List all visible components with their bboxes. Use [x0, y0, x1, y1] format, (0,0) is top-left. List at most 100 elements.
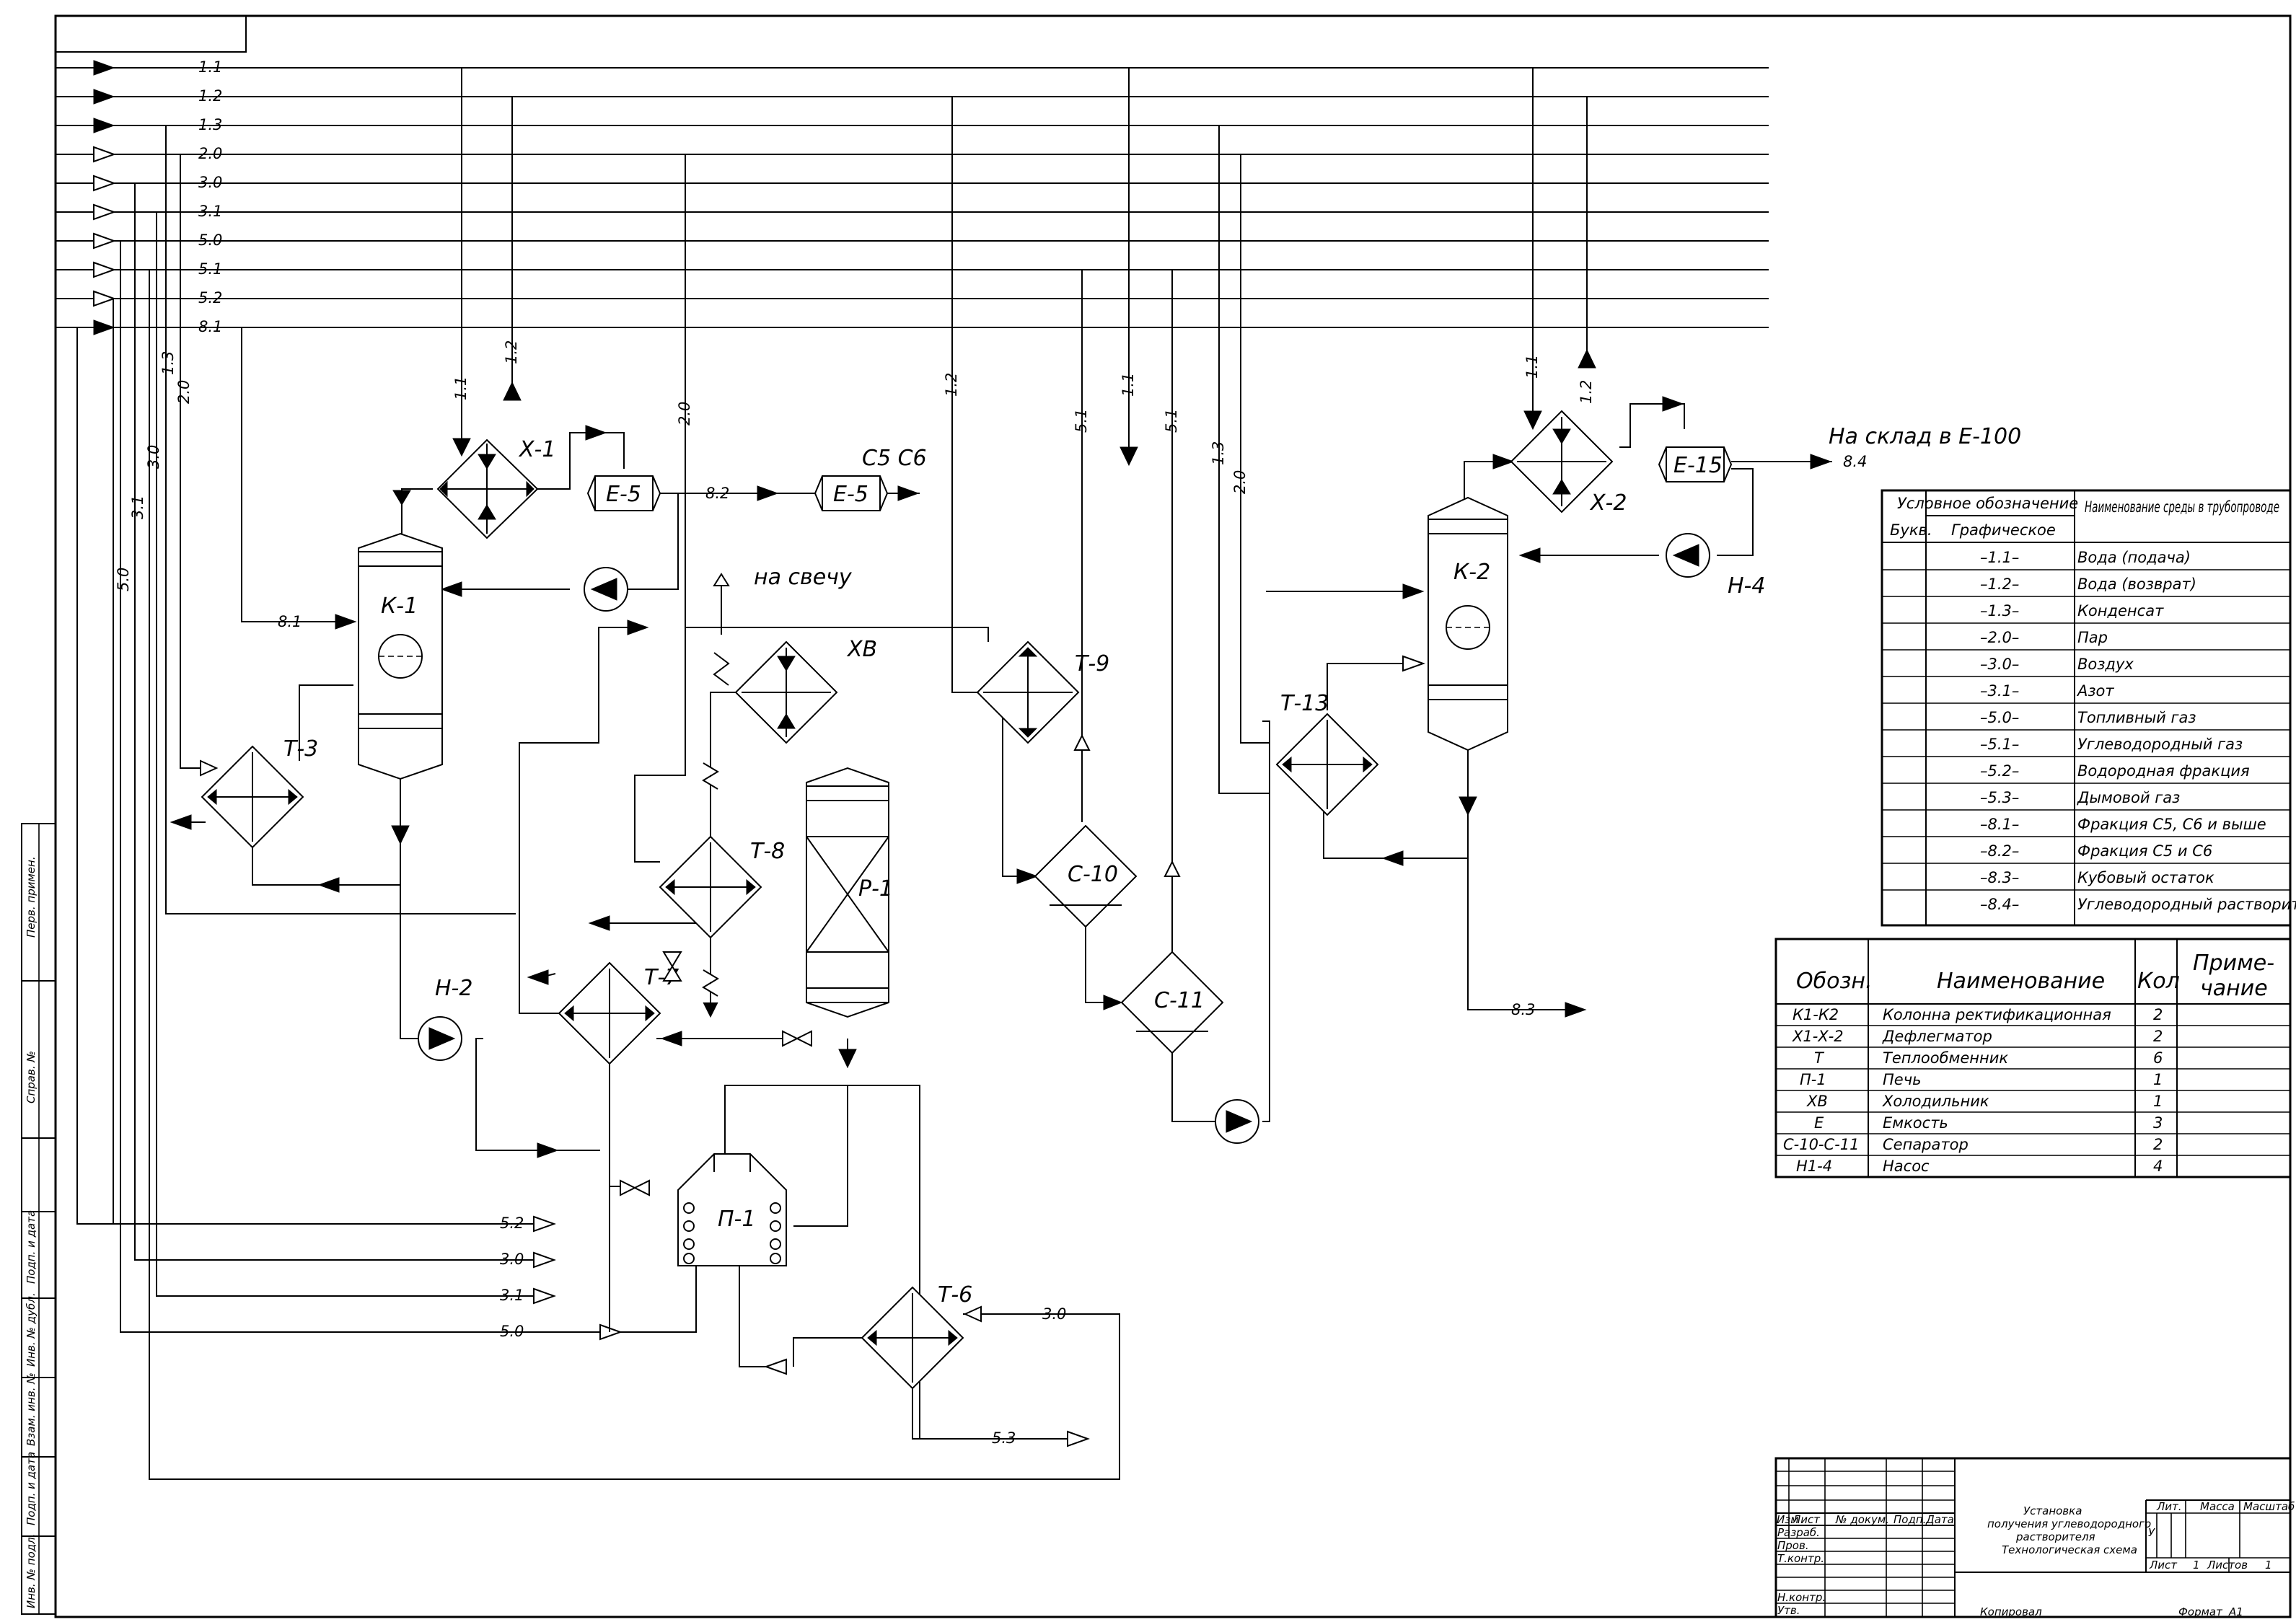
tb-list: Лист	[1792, 1513, 1821, 1526]
tb-lit: Лит.	[2156, 1500, 2182, 1513]
legend-rows: –1.1– Вода (подача) –1.2– Вода (возврат)…	[1980, 549, 2296, 913]
t6-exchanger: Т-6 3.0 5.3	[793, 1282, 1066, 1447]
hdr-label-50: 5.0	[198, 232, 222, 249]
t8-exchanger: Т-8	[659, 835, 785, 939]
t8-label: Т-8	[750, 839, 785, 864]
spec-row: Е	[1814, 1114, 1824, 1132]
legend-row: –5.2–	[1980, 762, 2019, 780]
e15-label: Е-15	[1673, 453, 1723, 478]
t6-label: Т-6	[938, 1282, 972, 1308]
tb-lit-value: У	[2148, 1526, 2155, 1539]
k1-column: К-1	[358, 532, 443, 780]
r1-label: Р-1	[858, 876, 893, 902]
legend-row: –5.0–	[1980, 709, 2019, 726]
vlbl-51-c11: 5.1	[1163, 409, 1180, 433]
hdr-label-12: 1.2	[198, 87, 222, 105]
tb-nkontr: Н.контр.	[1777, 1591, 1826, 1604]
spec-h-note-1: Приме-	[2193, 951, 2274, 976]
hdr-label-51: 5.1	[198, 260, 222, 278]
x1-label: Х-1	[518, 437, 555, 462]
e5-label-1: Е-5	[606, 482, 641, 507]
stamp-podp-data-2: Подп. и дата	[25, 1452, 38, 1525]
spec-row: 6	[2153, 1049, 2163, 1067]
spec-row: Печь	[1883, 1071, 1922, 1088]
spec-row: К1-К2	[1793, 1006, 1839, 1023]
title-block: Установка получения углеводородного раст…	[1774, 1457, 2295, 1618]
legend-row: Углеводородный растворитель	[2077, 896, 2296, 913]
legend-header-medium: Наименование среды в трубопроводе	[2085, 498, 2279, 516]
tb-format-value: А1	[2228, 1605, 2243, 1618]
tb-masshtab: Масштаб	[2243, 1500, 2295, 1513]
tb-razrab: Разраб.	[1777, 1526, 1820, 1539]
spec-row: 4	[2153, 1158, 2163, 1175]
spec-row: 2	[2153, 1028, 2163, 1045]
legend-row: –3.1–	[1980, 682, 2019, 700]
vlbl-51-t9: 5.1	[1073, 409, 1090, 433]
line-81-k1-label: 8.1	[278, 613, 302, 630]
spec-rows: К1-К2 Колонна ректификационная 2 Х1-Х-2 …	[1783, 1006, 2163, 1175]
vlbl-11-x1: 1.1	[452, 376, 470, 400]
c11-label: С-11	[1154, 988, 1205, 1013]
hdr-label-20: 2.0	[198, 145, 222, 162]
stamp-sprav: Справ. №	[25, 1051, 38, 1103]
r1-reactor: Р-1	[806, 767, 893, 1018]
x2-condenser: Х-2	[1510, 410, 1627, 516]
h4-pump: Н-4	[1666, 533, 1765, 599]
legend-row: –3.0–	[1980, 656, 2019, 673]
t9-exchanger: Т-9	[976, 640, 1109, 744]
stamp-vzam: Взам. инв. №	[25, 1372, 38, 1446]
stamp-podp-data-1: Подп. и дата	[25, 1210, 38, 1284]
legend-row: –2.0–	[1980, 629, 2019, 646]
tb-title-3: растворителя	[2015, 1530, 2095, 1543]
spec-row: С-10-С-11	[1783, 1136, 1860, 1153]
hdr-label-30: 3.0	[198, 174, 222, 191]
vlbl-50: 5.0	[115, 568, 132, 591]
legend-row: –1.1–	[1980, 549, 2019, 566]
tb-title-4: Технологическая схема	[2002, 1543, 2137, 1556]
tb-title-1: Установка	[2023, 1504, 2082, 1517]
t9-label: Т-9	[1075, 651, 1109, 676]
line-83-label: 8.3	[1511, 1001, 1535, 1018]
spec-h-qty: Кол	[2137, 969, 2180, 994]
tb-izm: Изм	[1777, 1513, 1799, 1526]
legend-row: Вода (возврат)	[2077, 576, 2196, 593]
legend-row: Дымовой газ	[2077, 789, 2180, 806]
e5-tank-2: Е-5 С5 С6	[814, 446, 927, 511]
legend-row: Конденсат	[2077, 602, 2164, 620]
bot-label-31: 3.1	[500, 1287, 524, 1304]
tb-sheets-value: 1	[2265, 1559, 2272, 1572]
tb-data: Дата	[1925, 1513, 1954, 1526]
header-lines: 1.1 1.2 1.3 2.0 3.0 3.1 5.0 5.1 5.2 8.1	[56, 58, 1769, 335]
c5c6-label: С5 С6	[862, 446, 927, 471]
legend-row: Фракция С5, С6 и выше	[2077, 816, 2266, 833]
tb-kopiroval: Копировал	[1980, 1605, 2042, 1618]
h4-label: Н-4	[1728, 573, 1765, 599]
legend-row: Углеводородный газ	[2077, 736, 2243, 753]
t3-exchanger: Т-3	[201, 736, 318, 849]
spec-h-name: Наименование	[1937, 969, 2105, 994]
hv-label: ХВ	[846, 637, 877, 662]
equipment: Х-1 Е-5 8.2 Е-5 С5 С6 К-1	[201, 340, 2021, 1447]
t7-exchanger: Т-7	[558, 961, 679, 1065]
spec-row: 1	[2153, 1071, 2163, 1088]
line-53-label: 5.3	[992, 1429, 1016, 1447]
legend-row: Пар	[2077, 629, 2108, 646]
hdr-label-31: 3.1	[198, 203, 222, 220]
hdr-label-81: 8.1	[198, 318, 222, 335]
c11-pump	[1215, 1099, 1259, 1144]
spec-row: Т	[1814, 1049, 1825, 1067]
spec-row: 3	[2153, 1114, 2163, 1132]
c11-separator: С-11	[1120, 951, 1224, 1054]
svecha-label: на свечу	[754, 565, 853, 590]
tb-massa: Масса	[2200, 1500, 2235, 1513]
legend-row: –1.3–	[1980, 602, 2019, 620]
vlbl-20: 2.0	[175, 380, 193, 404]
c10-label: С-10	[1068, 862, 1118, 887]
tb-sheets-label: Листов	[2207, 1559, 2248, 1572]
spec-row: Х1-Х-2	[1792, 1028, 1844, 1045]
legend-row: –8.2–	[1980, 842, 2019, 860]
e5-label-2: Е-5	[833, 482, 868, 507]
x2-label: Х-2	[1589, 490, 1627, 516]
tb-format: Формат	[2178, 1605, 2223, 1618]
hdr-label-13: 1.3	[198, 116, 222, 133]
